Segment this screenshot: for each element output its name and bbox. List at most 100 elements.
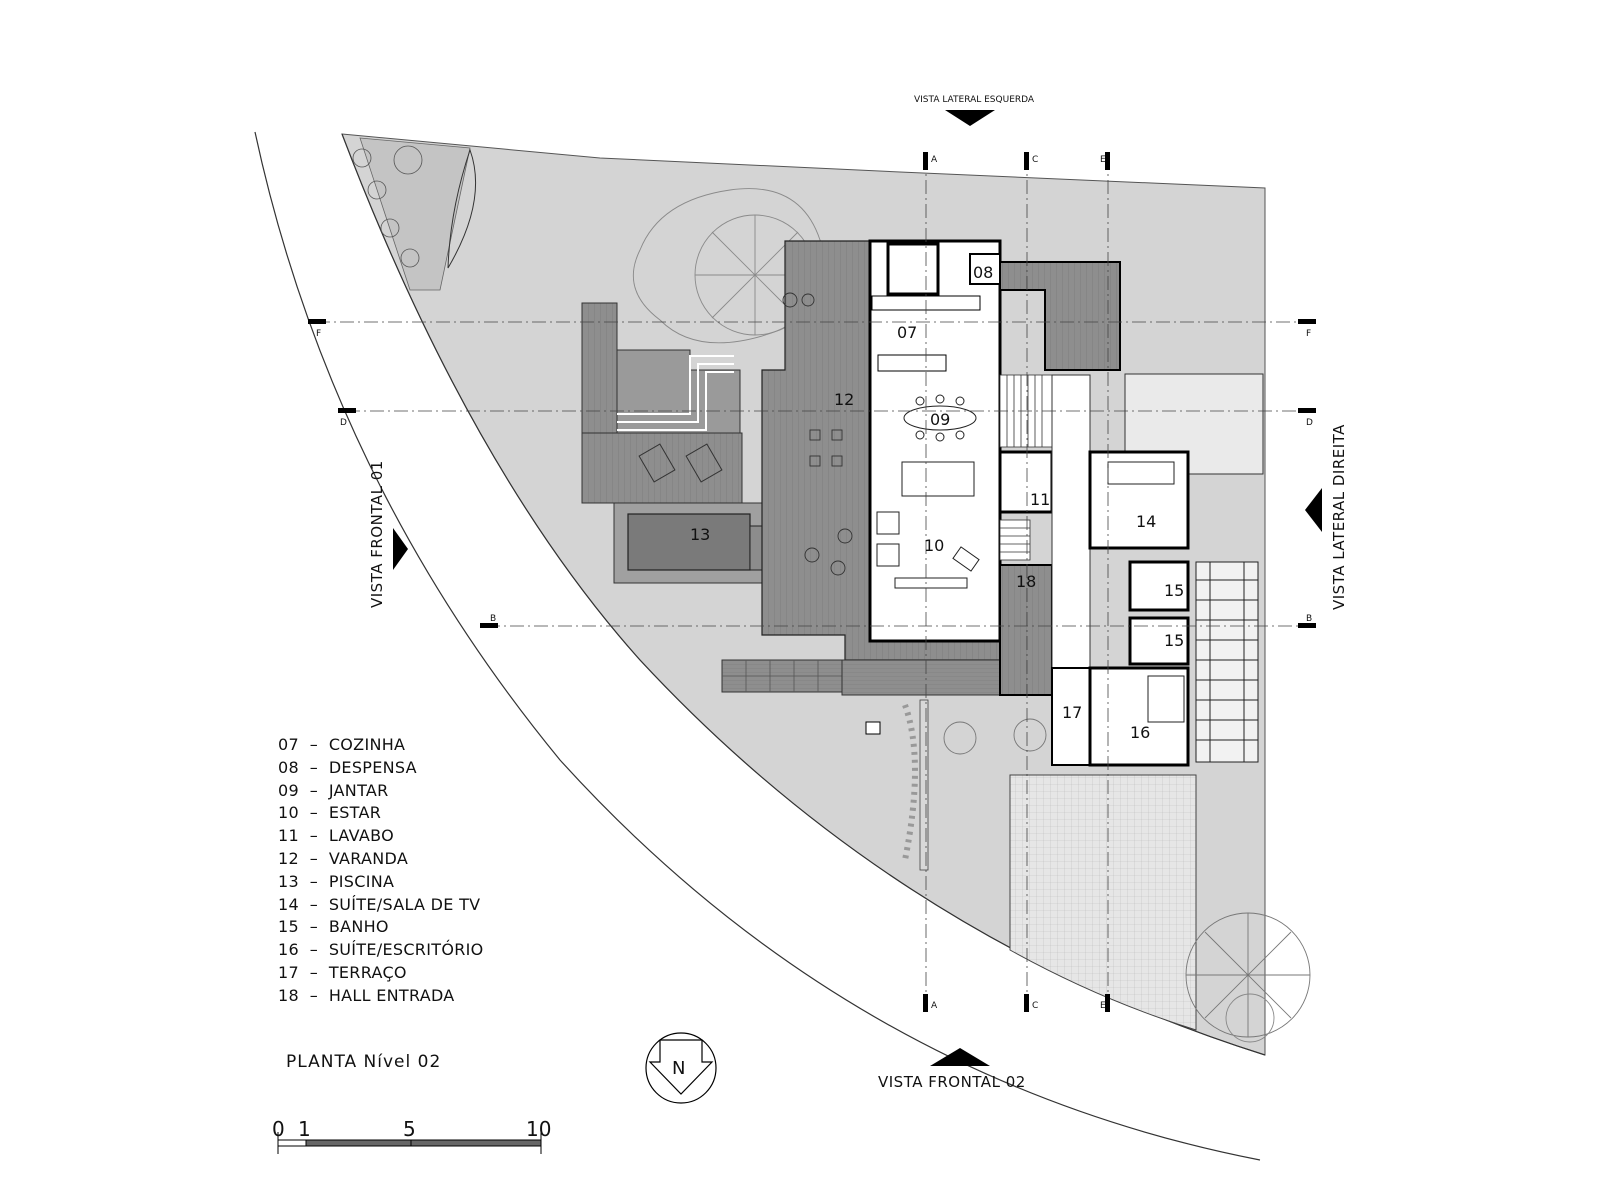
legend-separator: – <box>298 871 329 891</box>
axis-f-left: F <box>316 329 321 339</box>
legend-separator: – <box>298 985 329 1005</box>
suite-14 <box>1088 450 1190 550</box>
scale-label-1: 1 <box>298 1117 311 1141</box>
lavabo-room <box>998 450 1054 514</box>
legend-separator: – <box>298 757 329 777</box>
legend-separator: – <box>298 894 329 914</box>
legend-row: 07 – COZINHA <box>278 734 484 757</box>
kitchen-pantry-box <box>886 242 940 296</box>
room-label-17: 17 <box>1062 703 1082 722</box>
legend-row: 11 – LAVABO <box>278 825 484 848</box>
legend-room-number: 10 <box>278 803 299 823</box>
hall-entrada-block <box>999 564 1053 696</box>
arrow-right-side <box>1305 488 1322 532</box>
arrow-front-01 <box>393 528 408 570</box>
legend-room-name: LAVABO <box>328 826 394 846</box>
arrow-left-side <box>945 110 995 126</box>
room-label-16: 16 <box>1130 723 1150 742</box>
legend-separator: – <box>298 848 329 868</box>
legend-room-name: VARANDA <box>328 848 409 868</box>
axis-e-bottom: E <box>1100 1001 1106 1011</box>
kitchen-island <box>877 354 947 372</box>
street-curve-outer <box>254 131 1261 1161</box>
view-label-front-02: VISTA FRONTAL 02 <box>878 1073 1026 1091</box>
despensa-box <box>969 253 1001 285</box>
suite-16-bed <box>1147 675 1185 723</box>
dining-table-set <box>903 394 977 442</box>
scale-label-5: 5 <box>403 1117 416 1141</box>
legend-row: 09 – JANTAR <box>278 780 484 803</box>
low-wall <box>919 699 929 871</box>
room-label-12: 12 <box>834 390 854 409</box>
legend-room-name: COZINHA <box>328 735 406 754</box>
deck-strip-left <box>581 302 618 434</box>
legend-room-number: 08 <box>278 757 299 777</box>
walkway-entry <box>841 659 1001 696</box>
axis-a-bottom: A <box>931 1001 938 1011</box>
room-label-15a: 15 <box>1164 581 1184 600</box>
legend-room-number: 14 <box>278 894 299 914</box>
legend-row: 16 – SUÍTE/ESCRITÓRIO <box>278 939 484 962</box>
legend-room-name: PISCINA <box>328 871 395 891</box>
legend-row: 18 – HALL ENTRADA <box>278 985 484 1008</box>
legend-room-name: HALL ENTRADA <box>328 985 455 1005</box>
room-label-10: 10 <box>924 536 944 555</box>
view-label-front-01: VISTA FRONTAL 01 <box>368 460 386 608</box>
arrow-front-02 <box>930 1048 990 1066</box>
legend-separator: – <box>298 826 329 846</box>
axis-e-top: E <box>1100 155 1106 165</box>
legend-room-name: SUÍTE/SALA DE TV <box>328 894 481 914</box>
legend-row: 12 – VARANDA <box>278 848 484 871</box>
axis-b-right: B <box>1306 614 1312 624</box>
legend-room-number: 15 <box>278 917 299 937</box>
terrace-17 <box>1051 667 1091 766</box>
legend-separator: – <box>298 917 329 937</box>
suite-16 <box>1088 666 1190 767</box>
room-label-07: 07 <box>897 323 917 342</box>
annex-roof <box>999 261 1121 371</box>
axis-b-left: B <box>490 614 496 624</box>
veranda-chairs <box>782 292 853 576</box>
legend-separator: – <box>298 962 329 982</box>
north-arrow-icon: N <box>645 1032 717 1104</box>
pergola <box>1195 561 1259 763</box>
axis-d-left: D <box>340 418 347 428</box>
legend-row: 13 – PISCINA <box>278 871 484 894</box>
room-label-08: 08 <box>973 263 993 282</box>
room-label-14: 14 <box>1136 512 1156 531</box>
walkway-grid <box>722 660 842 692</box>
legend-separator: – <box>298 735 329 754</box>
tree-lower-right <box>1185 912 1311 1043</box>
axis-lines <box>316 156 1314 1008</box>
legend-separator: – <box>298 940 329 960</box>
stair-steps <box>617 355 734 431</box>
axis-c-top: C <box>1032 155 1038 165</box>
legend-room-number: 18 <box>278 985 299 1005</box>
axis-f-right: F <box>1306 329 1311 339</box>
legend-row: 15 – BANHO <box>278 916 484 939</box>
legend-row: 17 – TERRAÇO <box>278 962 484 985</box>
page-title: PLANTA Nível 02 <box>286 1052 442 1072</box>
bath-15a <box>1128 560 1190 612</box>
legend-room-number: 09 <box>278 780 299 800</box>
scale-label-10: 10 <box>526 1117 552 1141</box>
shrub-group-center <box>902 703 1047 861</box>
axis-ticks <box>308 152 1316 1012</box>
room-label-13: 13 <box>690 525 710 544</box>
legend-room-name: BANHO <box>328 917 389 937</box>
legend-row: 08 – DESPENSA <box>278 757 484 780</box>
legend-room-number: 11 <box>278 826 299 846</box>
legend-row: 10 – ESTAR <box>278 802 484 825</box>
scale-label-0: 0 <box>272 1117 285 1141</box>
shrubs-left <box>352 145 423 268</box>
legend-room-number: 13 <box>278 871 299 891</box>
view-label-left-side: VISTA LATERAL ESQUERDA <box>914 95 1035 105</box>
view-label-right-side: VISTA LATERAL DIREITA <box>1330 424 1348 610</box>
legend-room-name: ESTAR <box>328 803 382 823</box>
small-box <box>865 721 881 735</box>
room-label-15b: 15 <box>1164 631 1184 650</box>
sun-loungers <box>638 443 723 483</box>
room-label-09: 09 <box>930 410 950 429</box>
